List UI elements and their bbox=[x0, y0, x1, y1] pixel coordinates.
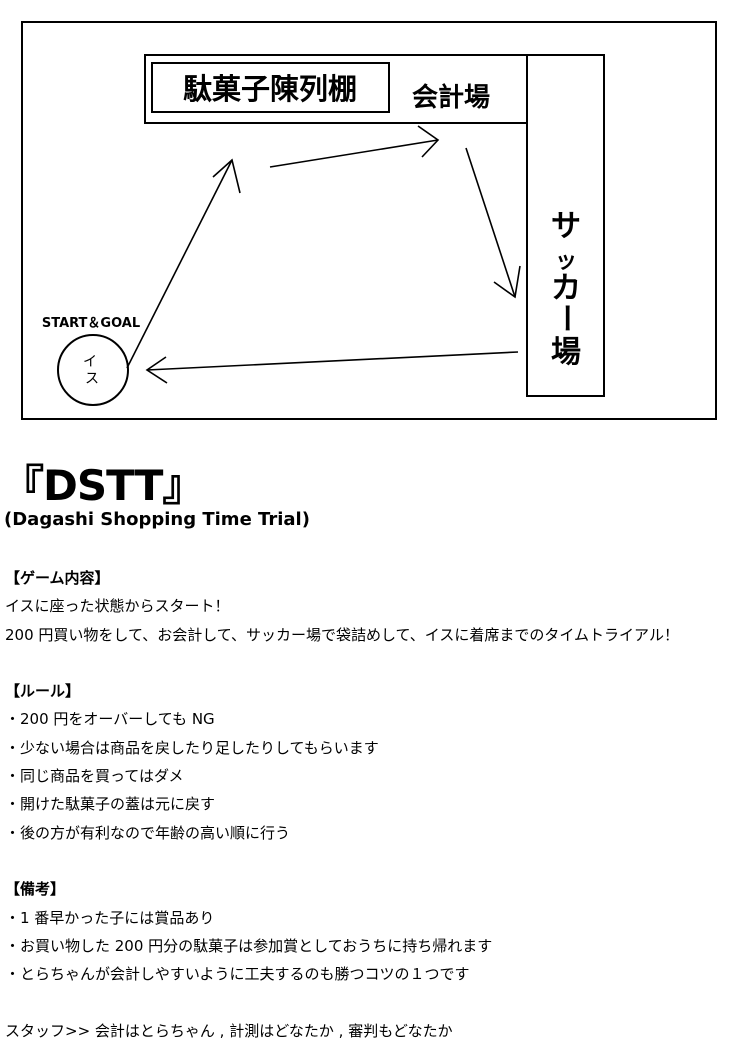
bagging-label-char: カ bbox=[551, 271, 581, 306]
rule-item: ・後の方が有利なので年齢の高い順に行う bbox=[5, 823, 291, 842]
bagging-area bbox=[526, 54, 605, 397]
chair-circle bbox=[57, 334, 129, 406]
rule-item: ・少ない場合は商品を戻したり足したりしてもらいます bbox=[5, 738, 379, 757]
rule-item: ・200 円をオーバーしても NG bbox=[5, 710, 215, 729]
page-title: 『DSTT』 bbox=[2, 461, 204, 510]
bagging-label-char: ー bbox=[548, 303, 583, 333]
rule-item: ・開けた駄菓子の蓋は元に戻す bbox=[5, 795, 216, 814]
document-body: 【ゲーム内容】 イスに座った状態からスタート！ 200 円買い物をして、お会計し… bbox=[5, 564, 679, 1045]
game-line: 200 円買い物をして、お会計して、サッカー場で袋詰めして、イスに着席までのタイ… bbox=[5, 625, 680, 644]
staff-line: スタッフ>> 会計はとらちゃん , 計測はどなたか , 審判もどなたか bbox=[5, 1021, 453, 1040]
rules-heading: 【ルール】 bbox=[5, 682, 81, 701]
checkout-label: 会計場 bbox=[412, 82, 490, 113]
shelf-box bbox=[151, 62, 390, 113]
store-layout-diagram: 駄菓子陳列棚 会計場 サ ッ カ ー 場 START＆GOAL イ ス bbox=[21, 21, 717, 420]
game-heading: 【ゲーム内容】 bbox=[5, 569, 110, 587]
chair-label-char: イ bbox=[83, 354, 97, 370]
bagging-label-char: 場 bbox=[551, 335, 581, 370]
note-item: ・お買い物した 200 円分の駄菓子は参加賞としておうちに持ち帰れます bbox=[5, 936, 493, 955]
shelf-label: 駄菓子陳列棚 bbox=[183, 72, 357, 106]
arrow-to-shelf bbox=[126, 158, 241, 369]
note-item: ・とらちゃんが会計しやすいように工夫するのも勝つコツの１つです bbox=[5, 965, 470, 984]
chair-label-char: ス bbox=[85, 371, 99, 387]
arrow-to-checkout bbox=[269, 125, 440, 168]
game-line: イスに座った状態からスタート！ bbox=[5, 597, 230, 616]
bagging-label-char: サ bbox=[551, 209, 581, 244]
note-item: ・1 番早かった子には賞品あり bbox=[5, 908, 215, 927]
rule-item: ・同じ商品を買ってはダメ bbox=[5, 767, 184, 786]
notes-heading: 【備考】 bbox=[5, 880, 66, 899]
bagging-label-char: ッ bbox=[555, 249, 577, 274]
arrow-to-goal bbox=[145, 351, 519, 384]
page-subtitle: (Dagashi Shopping Time Trial) bbox=[4, 509, 310, 530]
start-goal-label: START＆GOAL bbox=[42, 316, 140, 331]
room-outline bbox=[21, 21, 717, 420]
arrow-to-bagging bbox=[465, 147, 521, 299]
